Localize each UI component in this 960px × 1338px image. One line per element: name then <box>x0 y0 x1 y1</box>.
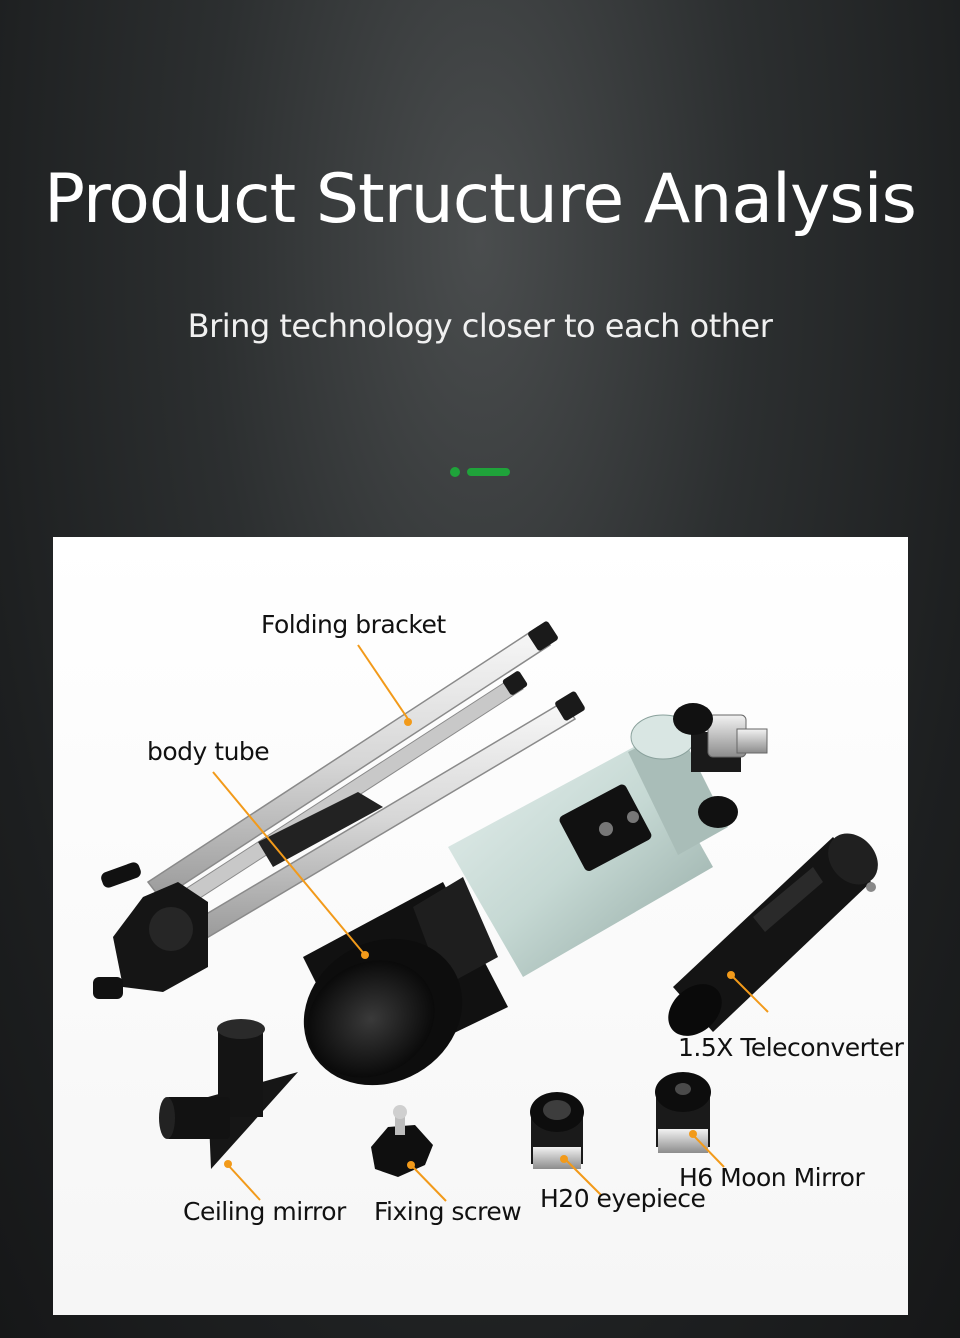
folding-bracket-shape <box>93 621 585 999</box>
leader-h20-eyepiece <box>564 1158 602 1196</box>
leader-folding-bracket <box>357 644 409 720</box>
label-folding-bracket: Folding bracket <box>261 610 446 639</box>
label-h20-eyepiece: H20 eyepiece <box>540 1184 706 1213</box>
label-fixing-screw: Fixing screw <box>374 1197 522 1226</box>
ceiling-mirror-shape <box>159 1019 298 1169</box>
leader-fixing-screw <box>412 1166 447 1202</box>
h6-moon-mirror-shape <box>655 1072 711 1153</box>
slide-indicator <box>450 466 520 478</box>
leader-h6-moon-mirror <box>692 1134 725 1168</box>
fixing-screw-shape <box>371 1105 433 1177</box>
leader-lines <box>212 644 769 1202</box>
h20-eyepiece-shape <box>530 1092 584 1169</box>
label-ceiling-mirror: Ceiling mirror <box>183 1197 346 1226</box>
page-subtitle: Bring technology closer to each other <box>187 307 773 345</box>
body-tube-shape <box>303 703 768 1086</box>
label-body-tube: body tube <box>147 737 270 766</box>
label-teleconverter: 1.5X Teleconverter <box>678 1033 904 1062</box>
leader-teleconverter <box>730 974 769 1013</box>
leader-ceiling-mirror <box>227 1164 261 1201</box>
indicator-dot <box>450 467 460 477</box>
indicator-bar-active <box>467 468 510 476</box>
product-panel: Folding bracket body tube 1.5X Teleconve… <box>53 537 908 1315</box>
teleconverter-shape <box>668 833 878 1036</box>
label-h6-moon-mirror: H6 Moon Mirror <box>679 1163 865 1192</box>
page-title: Product Structure Analysis <box>44 160 917 239</box>
telescope-illustration <box>93 621 878 1202</box>
leader-body-tube <box>212 771 366 956</box>
